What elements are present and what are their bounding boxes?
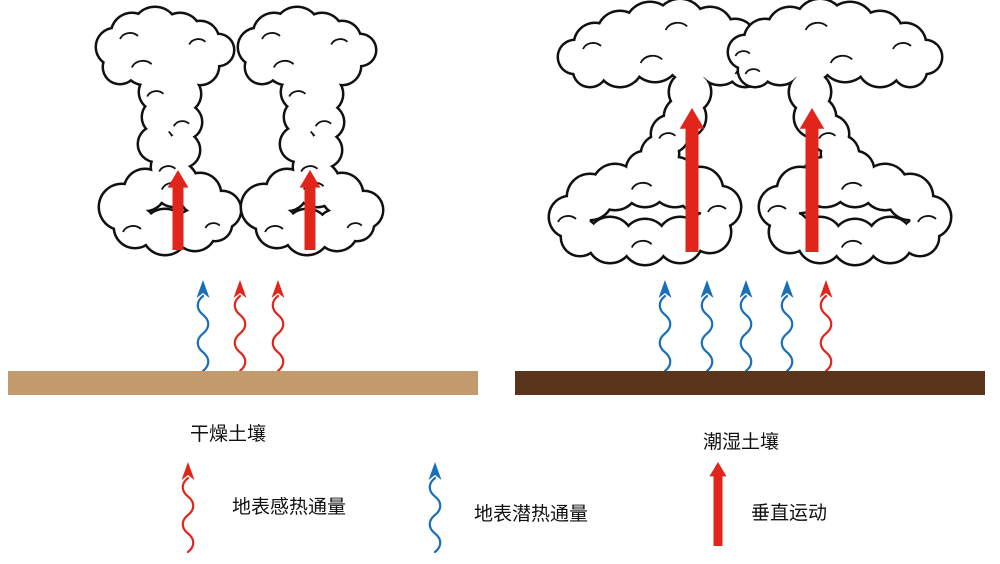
dry-soil-bar (8, 371, 478, 395)
surface-flux-layer (196, 280, 833, 373)
wet-soil-bar (515, 371, 985, 395)
dry-soil-title: 干燥土壤 (190, 423, 267, 445)
wet-vertical-arrow-right (799, 108, 825, 252)
wet-sensible-flux-arrow (819, 280, 833, 373)
legend-sensible-label: 地表感热通量 (232, 496, 347, 518)
legend (181, 462, 727, 554)
dry-vertical-arrow-left (167, 170, 189, 250)
dry-sensible-flux-arrow-1 (233, 280, 247, 373)
legend-sensible-icon (181, 462, 195, 554)
dry-sensible-flux-arrow-2 (271, 280, 285, 373)
dry-latent-flux-arrow (196, 280, 210, 373)
wet-vertical-arrow-left (679, 108, 705, 252)
vertical-motion-layer (167, 108, 825, 252)
wet-latent-flux-arrow-2 (700, 280, 714, 373)
wet-cloud-right (726, 0, 953, 267)
dry-vertical-arrow-right (299, 170, 321, 250)
wet-latent-flux-arrow-4 (780, 280, 794, 373)
legend-latent-icon (428, 462, 442, 554)
wet-soil-title: 潮湿土壤 (703, 431, 780, 453)
clouds-layer (94, 0, 953, 267)
wet-latent-flux-arrow-3 (739, 280, 753, 373)
legend-vertical-icon (709, 462, 727, 546)
legend-vertical-label: 垂直运动 (751, 502, 828, 524)
wet-latent-flux-arrow-1 (658, 280, 672, 373)
wet-cloud-left (547, 0, 774, 267)
legend-latent-label: 地表潜热通量 (474, 503, 589, 525)
dry-cloud-left (94, 5, 243, 257)
